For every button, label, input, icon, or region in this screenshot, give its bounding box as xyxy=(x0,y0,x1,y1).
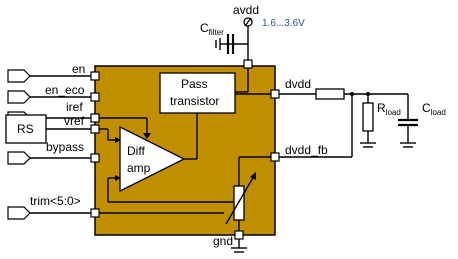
trim-divider xyxy=(99,156,271,237)
series-resistor-icon xyxy=(315,88,345,100)
output-network: Rload Cload xyxy=(279,88,446,158)
en-arrow-icon xyxy=(7,69,31,83)
pass-transistor-block: Pass transistor xyxy=(159,68,271,114)
r-load-icon xyxy=(362,102,374,132)
bypass-arrow-icon xyxy=(7,151,31,165)
c-filter-label: Cfilter xyxy=(200,21,224,37)
avdd-supply: avdd 1.6...3.6V xyxy=(228,3,305,60)
iref-label: iref xyxy=(66,100,83,114)
pass-transistor-label-2: transistor xyxy=(170,94,219,108)
vref-label: vref xyxy=(64,114,85,128)
en-eco-arrow-icon xyxy=(7,90,31,104)
trim-label: trim<5:0> xyxy=(30,194,81,208)
dvdd-pin xyxy=(270,89,280,99)
trim-arrow-icon xyxy=(7,206,31,220)
c-load-label: Cload xyxy=(422,101,446,117)
gnd-label: gnd xyxy=(213,234,233,248)
trim-input: trim<5:0> xyxy=(7,194,100,220)
rs-label: RS xyxy=(17,122,34,136)
diff-amp-label-2: amp xyxy=(127,161,151,175)
dvdd-fb-pin xyxy=(270,152,280,162)
en-eco-label: en_eco xyxy=(45,83,85,97)
en-eco-input: en_eco xyxy=(7,83,100,104)
avdd-label: avdd xyxy=(233,3,259,17)
gnd-pin xyxy=(234,230,244,240)
en-label: en xyxy=(72,62,85,76)
diff-amp: Diff amp xyxy=(99,113,198,193)
bypass-input: bypass xyxy=(7,140,100,165)
filter-capacitor: Cfilter xyxy=(200,21,235,54)
avdd-pin xyxy=(243,59,253,69)
pass-transistor-label-1: Pass xyxy=(181,77,208,91)
rs-block: RS vref xyxy=(5,114,100,144)
en-input: en xyxy=(7,62,100,83)
diff-amp-label-1: Diff xyxy=(127,144,145,158)
dvdd-fb-label: dvdd_fb xyxy=(285,143,328,157)
bypass-label: bypass xyxy=(46,140,84,154)
dvdd-label: dvdd xyxy=(285,77,311,91)
supply-range-label: 1.6...3.6V xyxy=(262,18,305,29)
r-load-label: Rload xyxy=(377,101,401,117)
